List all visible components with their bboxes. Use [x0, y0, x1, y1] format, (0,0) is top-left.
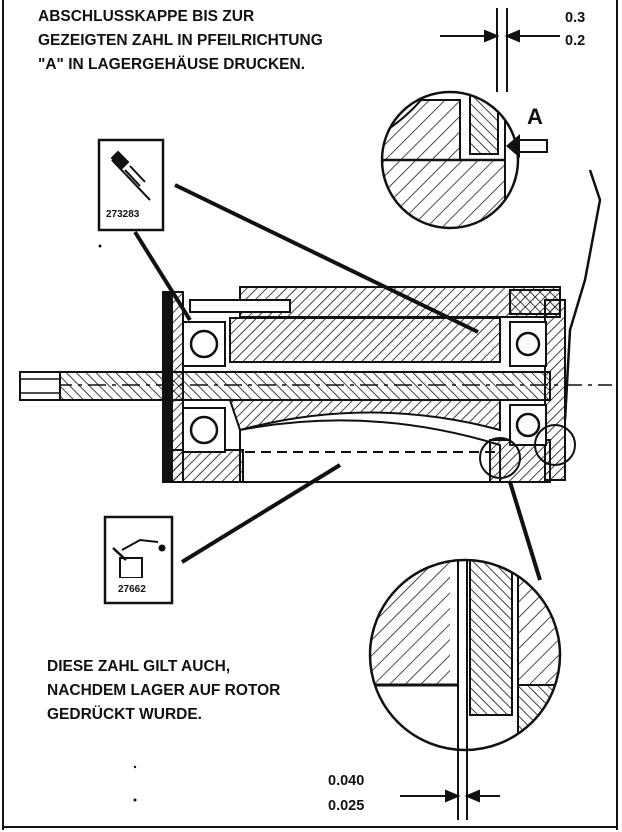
leader-tool-bottom	[180, 463, 342, 564]
tool-box-bottom	[103, 515, 174, 605]
dimension-top-max: 0.3	[565, 10, 586, 26]
dimension-top-min: 0.2	[565, 33, 586, 49]
instruction-bottom-line-3: GEDRÜCKT WURDE.	[47, 706, 202, 723]
dimension-bottom-min: 0.025	[328, 798, 365, 814]
tool-box-top	[97, 138, 165, 232]
detail-circle-top	[380, 90, 548, 230]
instruction-top-line-3: "A" IN LAGERGEHÄUSE DRUCKEN.	[38, 56, 306, 73]
press-tool-icon	[110, 150, 151, 201]
dimension-bottom-max: 0.040	[328, 773, 365, 789]
instruction-top-line-1: ABSCHLUSSKAPPE BIS ZUR	[38, 8, 255, 25]
detail-circle-bottom	[368, 558, 562, 752]
leader-top-detail	[563, 169, 602, 421]
arrow-label: A	[527, 104, 543, 129]
bearing-left-bottom	[182, 407, 226, 453]
motor-cross-section	[19, 286, 612, 483]
dimension-top	[440, 8, 560, 92]
instruction-bottom-line-2: NACHDEM LAGER AUF ROTOR	[47, 682, 281, 699]
instruction-top-line-2: GEZEIGTEN ZAHL IN PFEILRICHTUNG	[38, 32, 323, 49]
tool-bottom-number: 27662	[118, 584, 146, 595]
bearing-right-top	[509, 321, 547, 367]
tool-top-number: 273283	[106, 209, 140, 220]
arrow-a-icon	[506, 134, 548, 158]
bearing-left-top	[182, 321, 226, 367]
instruction-bottom-line-1: DIESE ZAHL GILT AUCH,	[47, 658, 231, 675]
bearing-right-bottom	[509, 404, 547, 446]
dimension-bottom	[400, 750, 500, 820]
leader-bottom-detail	[508, 481, 542, 581]
